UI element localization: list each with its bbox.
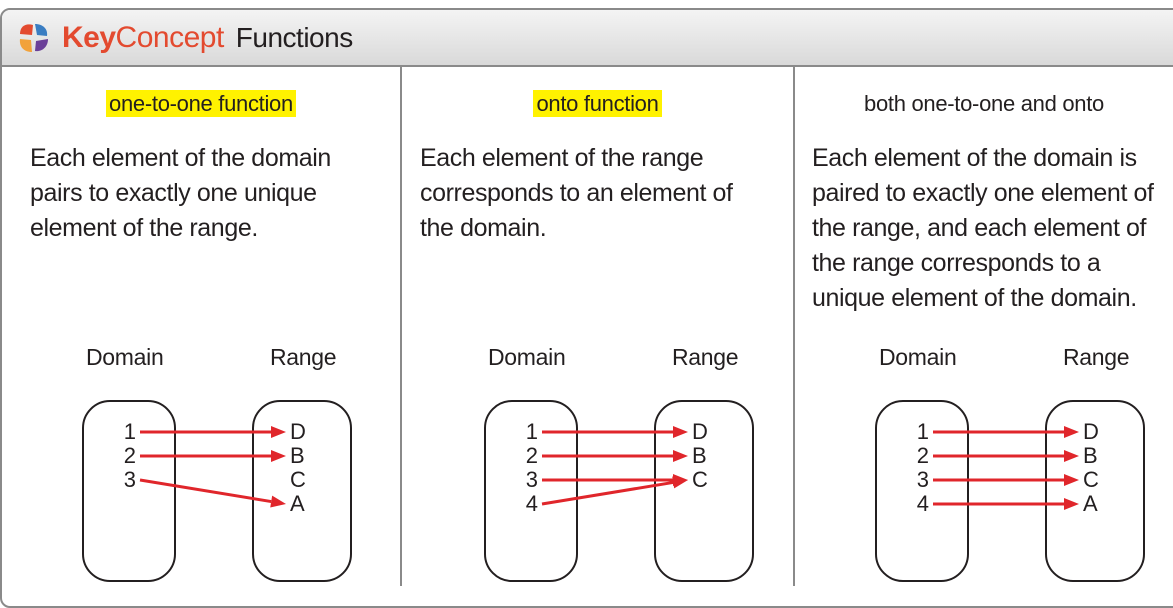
range-label: Range	[672, 344, 739, 370]
description-line: pairs to exactly one unique	[30, 179, 317, 207]
panel-title-text: onto function	[533, 90, 662, 117]
domain-label: Domain	[879, 344, 957, 370]
mapping-arrow	[542, 426, 688, 438]
domain-set-oval	[875, 400, 969, 582]
description-line: Each element of the domain	[30, 144, 331, 172]
description-line: Each element of the domain is	[812, 144, 1137, 172]
domain-element: 2	[525, 443, 538, 468]
range-element: D	[692, 419, 708, 444]
mapping-arrow	[541, 476, 688, 506]
mapping-arrow	[933, 450, 1079, 462]
range-set-oval	[654, 400, 754, 582]
range-element: D	[1083, 419, 1099, 444]
mapping-arrows	[139, 426, 286, 508]
domain-element: 1	[916, 419, 929, 444]
description-line: the range corresponds to a	[812, 249, 1101, 277]
domain-element: 3	[916, 467, 929, 492]
range-element: C	[692, 467, 708, 492]
description-line: element of the range.	[30, 214, 258, 242]
range-label: Range	[1063, 344, 1130, 370]
domain-element: 4	[525, 491, 538, 516]
range-label: Range	[270, 344, 337, 370]
header-topic: Functions	[235, 21, 353, 53]
panel-title: both one-to-one and onto	[795, 91, 1173, 117]
domain-set-oval	[484, 400, 578, 582]
domain-element: 3	[525, 467, 538, 492]
mapping-arrow	[933, 498, 1079, 510]
domain-element: 3	[123, 467, 136, 492]
domain-element: 2	[916, 443, 929, 468]
domain-element: 4	[916, 491, 929, 516]
range-element: B	[290, 443, 305, 468]
range-set-oval	[252, 400, 352, 582]
panel-description: Each element of the domain is paired to e…	[812, 141, 1154, 316]
domain-element: 1	[123, 419, 136, 444]
range-element: A	[1083, 491, 1098, 516]
mapping-arrow	[140, 450, 286, 462]
panel-divider	[400, 67, 402, 586]
mapping-arrow	[542, 450, 688, 462]
range-set-oval	[1045, 400, 1145, 582]
panel-divider	[793, 67, 795, 586]
panel-description: Each element of the domain pairs to exact…	[30, 141, 331, 246]
mapping-arrow	[933, 474, 1079, 486]
description-line: Each element of the range	[420, 144, 704, 172]
domain-element: 1	[525, 419, 538, 444]
description-line: the domain.	[420, 214, 547, 242]
description-line: corresponds to an element of	[420, 179, 733, 207]
mapping-arrows	[541, 426, 688, 506]
domain-element: 2	[123, 443, 136, 468]
mapping-arrow	[139, 478, 286, 508]
header-concept-text: Concept	[115, 20, 225, 54]
domain-label: Domain	[86, 344, 164, 370]
range-element: B	[1083, 443, 1098, 468]
range-element: C	[290, 467, 306, 492]
description-line: unique element of the domain.	[812, 284, 1137, 312]
panel-title: one-to-one function	[2, 90, 400, 117]
mapping-arrow	[933, 426, 1079, 438]
panel-title: onto function	[402, 90, 793, 117]
description-line: paired to exactly one element of	[812, 179, 1154, 207]
mapping-arrows	[933, 426, 1079, 510]
range-element: D	[290, 419, 306, 444]
panel-title-text: both one-to-one and onto	[864, 91, 1104, 116]
panel-title-text: one-to-one function	[106, 90, 296, 117]
description-line: the range, and each element of	[812, 214, 1147, 242]
range-element: A	[290, 491, 305, 516]
domain-label: Domain	[488, 344, 566, 370]
domain-set-oval	[82, 400, 176, 582]
panel-description: Each element of the range corresponds to …	[420, 141, 733, 246]
header-key-text: Key	[62, 20, 116, 54]
key-concept-logo-icon	[19, 23, 48, 52]
range-element: B	[692, 443, 707, 468]
mapping-arrow	[140, 426, 286, 438]
range-element: C	[1083, 467, 1099, 492]
